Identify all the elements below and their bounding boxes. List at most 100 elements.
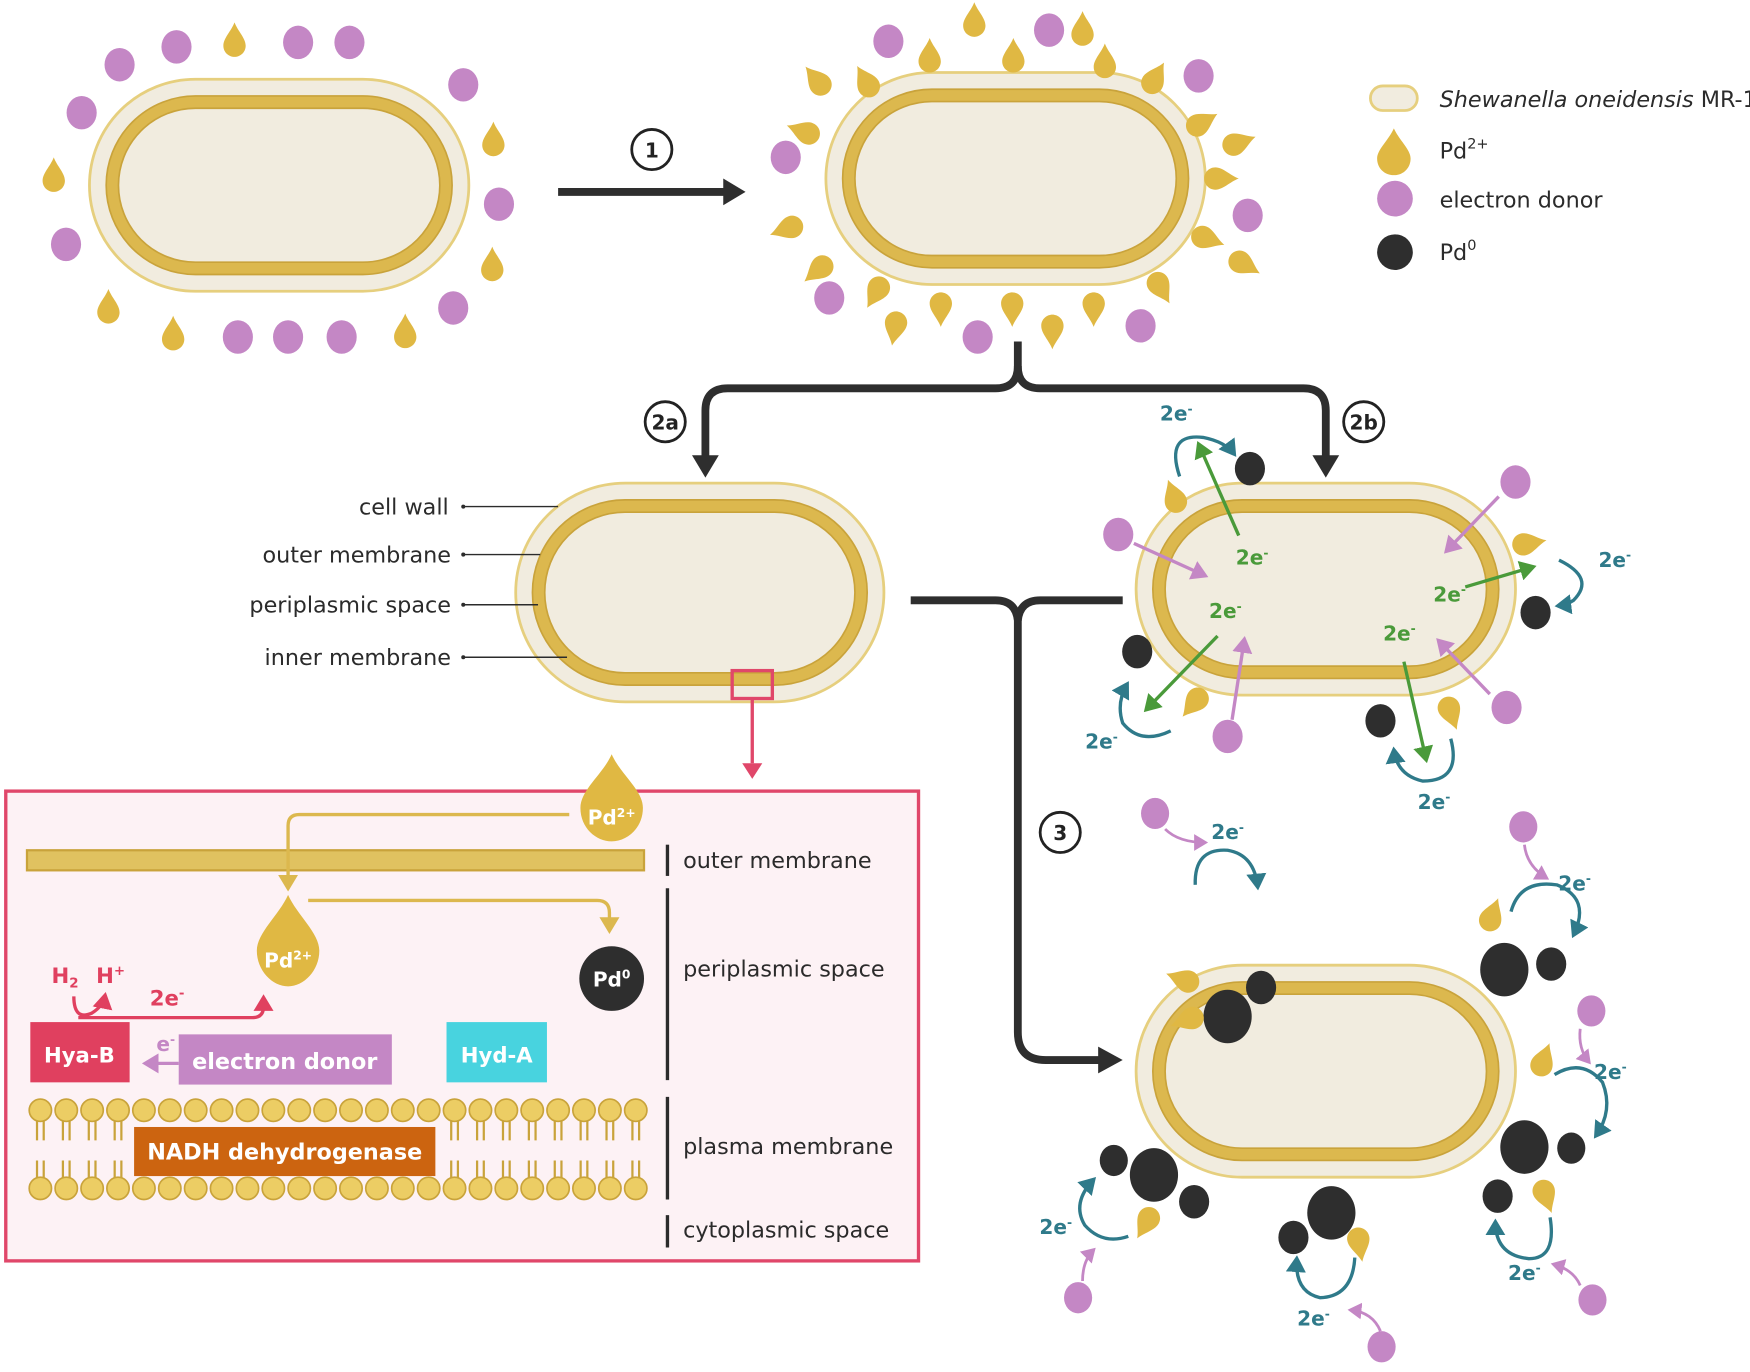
lipid-head — [287, 1098, 312, 1123]
pd-reduction-arrow — [1193, 848, 1267, 891]
hya-b-label: Hya-B — [44, 1042, 115, 1067]
step-1-label: 1 — [645, 138, 659, 162]
legend-label-pd2: Pd2+ — [1440, 136, 1489, 164]
pd2-drop-icon — [770, 215, 804, 239]
lipid-head — [261, 1176, 286, 1201]
lipid-head — [131, 1176, 156, 1201]
lipid-head — [261, 1098, 286, 1123]
pd2-drop-shape — [1191, 225, 1225, 249]
pd2-drop-shape — [918, 37, 941, 73]
donor-electron-arrow — [1550, 1259, 1582, 1287]
pd2-drop-icon — [1532, 1179, 1555, 1213]
lipid-tail — [527, 1121, 537, 1141]
two-electron-label: 2e- — [1383, 621, 1416, 645]
nadh-dehydrogenase-label: NADH dehydrogenase — [147, 1139, 422, 1165]
cell-cytoplasm — [117, 107, 441, 264]
pd2-drop-shape — [1532, 1179, 1555, 1213]
donor-electron-arrow — [1436, 638, 1492, 696]
electron-export-arrow — [1464, 560, 1537, 589]
lipid-head — [494, 1098, 519, 1123]
pd2-drop-shape — [1170, 1006, 1204, 1030]
two-electron-label: 2e- — [1558, 871, 1591, 895]
lipid-head — [546, 1098, 571, 1123]
electron-export-arrow — [1194, 441, 1241, 537]
h2-oxidation-arrow — [72, 992, 113, 1017]
pd0-cluster-small — [1099, 1144, 1128, 1177]
cell-cytoplasm — [1164, 511, 1488, 667]
pd2-drop-shape — [1001, 292, 1024, 327]
e-minus-label: e- — [156, 1032, 175, 1056]
lipid-tail — [113, 1121, 123, 1141]
lipid-head — [416, 1176, 441, 1201]
pd2-drop-shape — [1164, 479, 1188, 513]
inset-pd2-drop-periplasm — [256, 894, 320, 987]
electron-donor-particle — [1034, 13, 1065, 47]
pd0-particle — [1234, 451, 1265, 486]
region-outer-membrane: outer membrane — [683, 848, 871, 874]
pd2-drop-shape — [804, 255, 834, 282]
pd0-particle — [1122, 634, 1153, 669]
step-2b-label: 2b — [1350, 411, 1378, 435]
inset-pd0-label: Pd0 — [593, 967, 631, 991]
region-periplasmic-space: periplasmic space — [683, 956, 885, 982]
donor-electron-arrow — [1164, 828, 1209, 851]
inset-2e-label: 2e- — [150, 985, 185, 1010]
inset-panel: Pd2+ Pd2+ Pd0 H2 H+ 2e- Hya-B electron d… — [4, 754, 921, 1263]
pd2-drop-shape — [223, 22, 246, 57]
pd2-drop-icon — [963, 2, 986, 37]
inset-pd2-label-periplasm: Pd2+ — [264, 948, 312, 972]
lipid-head — [28, 1176, 53, 1201]
pd0-cluster-small — [1278, 1220, 1309, 1255]
pd2-drop-shape — [1166, 970, 1200, 993]
lipid-head — [442, 1176, 467, 1201]
two-electron-label: 2e- — [1297, 1307, 1330, 1331]
pd2-drop-shape — [770, 215, 804, 239]
pd2-drop-shape — [1228, 250, 1260, 274]
electron-donor-particle — [1367, 1331, 1396, 1363]
pd2-drop-shape — [1141, 62, 1164, 95]
pd0-cluster-large — [1480, 942, 1529, 997]
pd-reduction-arrow — [1509, 882, 1589, 939]
lipid-head — [209, 1098, 234, 1123]
electron-donor-particle — [962, 320, 993, 354]
legend: Shewanella oneidensis MR-1 Pd2+ electron… — [1369, 84, 1750, 271]
two-electron-label: 2e- — [1211, 820, 1244, 844]
pd2-drop-shape — [481, 246, 504, 282]
two-electron-label: 2e- — [1160, 402, 1193, 426]
pd2-drop-icon — [1191, 225, 1225, 249]
electron-donor-particle — [483, 187, 515, 221]
electron-donor-particle — [1578, 1284, 1607, 1316]
pd2-drop-icon — [1041, 314, 1064, 350]
pd2-drop-shape — [394, 313, 417, 349]
lipid-tail — [450, 1121, 460, 1141]
lipid-head — [157, 1098, 182, 1123]
pd2-drop-shape — [1530, 1043, 1553, 1077]
lipid-tail — [605, 1160, 615, 1179]
pd2-drop-shape — [1512, 533, 1547, 556]
pd2-drop-shape — [1182, 687, 1209, 717]
cell-step2b — [1134, 481, 1517, 697]
pd2-drop-icon — [1164, 479, 1188, 513]
electron-donor-particle — [1183, 59, 1214, 93]
step-3-electron-flows: 2e-2e-2e-2e-2e-2e- — [1039, 797, 1627, 1363]
electron-transfer-arrow-red — [78, 994, 274, 1020]
lipid-tail — [605, 1121, 615, 1141]
pd2-drop-shape — [1082, 292, 1105, 327]
step-3-bracket — [910, 596, 1123, 1064]
inset-pd2-label-outer: Pd2+ — [588, 806, 636, 830]
pd0-cluster-small — [1536, 947, 1567, 981]
lipid-tail — [113, 1160, 123, 1179]
lipid-head — [520, 1176, 545, 1201]
electron-donor-particle — [1064, 1282, 1093, 1314]
pd2-drop-shape — [97, 288, 120, 324]
nadh-dehydrogenase-box — [134, 1126, 436, 1177]
pd2-drop-icon — [805, 66, 832, 96]
lipid-head — [80, 1176, 105, 1201]
plasma-membrane-bilayer — [28, 1098, 648, 1201]
step-2a-badge: 2a — [643, 400, 687, 444]
electron-donor-box — [178, 1034, 392, 1085]
pd0-particle — [1365, 704, 1396, 738]
pd2-drop-shape — [1185, 113, 1218, 137]
electron-donor-icon — [1377, 180, 1413, 217]
